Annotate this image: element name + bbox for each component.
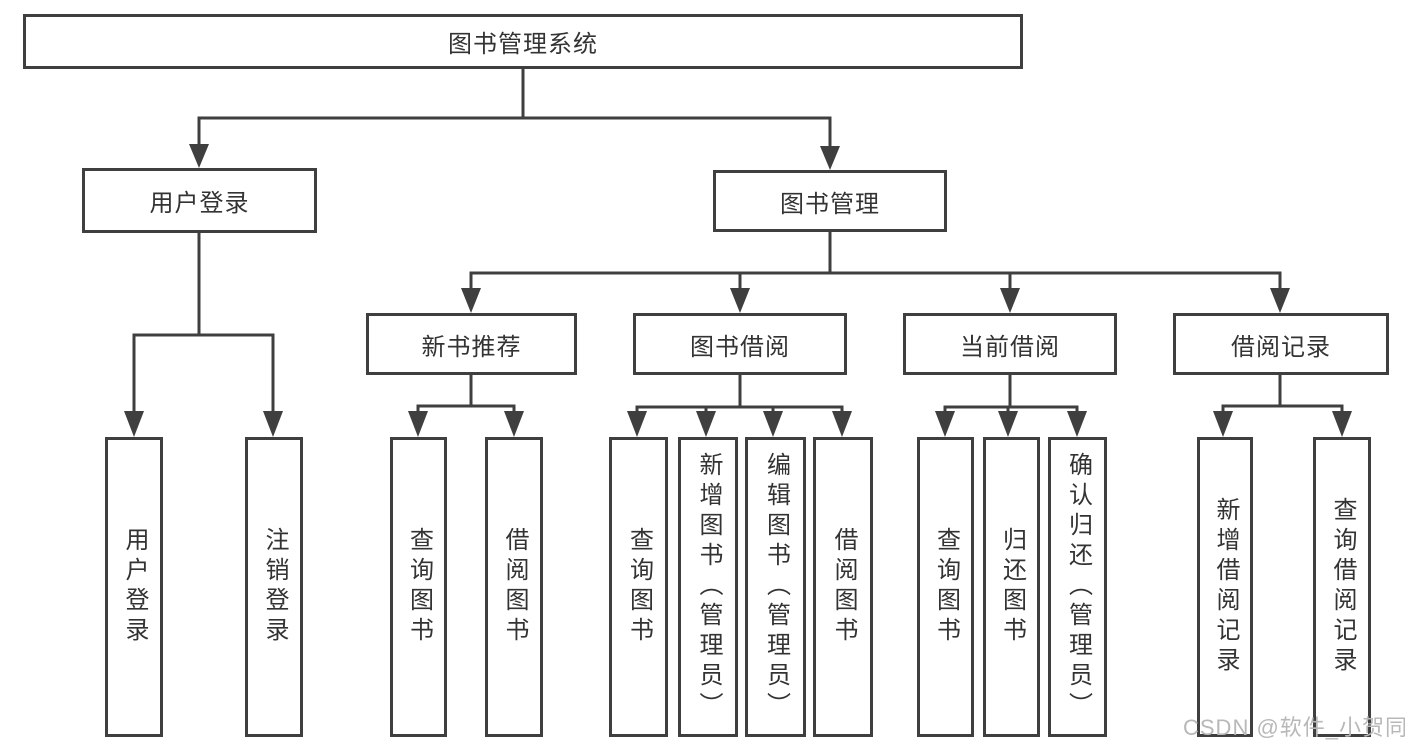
leaf-logout-label: 注销登录 [261,527,288,647]
leaf-cb-return-books-label: 归还图书 [998,527,1026,647]
leaf-bb-add-books-admin: 新增图书（管理员） [678,437,738,737]
node-book-borrow-label: 图书借阅 [690,333,790,361]
connector-root-to-level1 [189,67,840,170]
leaf-user-login: 用户登录 [105,437,163,737]
leaf-cb-confirm-return-admin-label: 确认归还（管理员） [1064,452,1092,722]
leaf-cb-return-books: 归还图书 [983,437,1040,737]
connector-current-borrow-children [935,373,1087,437]
leaf-br-query-record-label: 查询借阅记录 [1329,497,1356,677]
node-root-label: 图书管理系统 [448,31,598,58]
leaf-bb-borrow-books-label: 借阅图书 [830,527,857,647]
node-new-book-rec: 新书推荐 [366,313,577,375]
leaf-bb-borrow-books: 借阅图书 [813,437,873,737]
leaf-bb-query-books-label: 查询图书 [625,527,653,647]
leaf-user-login-label: 用户登录 [121,527,148,647]
leaf-logout: 注销登录 [245,437,303,737]
connector-book-mgmt-to-level2 [461,230,1290,313]
leaf-nb-borrow-books-label: 借阅图书 [501,527,528,647]
leaf-bb-edit-books-admin: 编辑图书（管理员） [745,437,806,737]
node-new-book-rec-label: 新书推荐 [421,333,522,361]
node-borrow-records: 借阅记录 [1173,313,1389,375]
leaf-br-query-record: 查询借阅记录 [1313,437,1371,737]
leaf-cb-query-books-label: 查询图书 [932,527,960,647]
leaf-cb-query-books: 查询图书 [917,437,974,737]
connector-book-borrow-children [627,373,852,437]
watermark: CSDN @软件_小贺同学 [1183,715,1405,740]
node-borrow-records-label: 借阅记录 [1231,333,1331,361]
leaf-bb-add-books-admin-label: 新增图书（管理员） [695,452,722,722]
connector-new-book-children [408,373,524,437]
node-current-borrow-label: 当前借阅 [960,333,1060,361]
node-root: 图书管理系统 [23,14,1023,69]
leaf-bb-query-books: 查询图书 [609,437,668,737]
node-book-mgmt: 图书管理 [713,170,947,232]
node-current-borrow: 当前借阅 [903,313,1117,375]
node-user-login: 用户登录 [82,168,317,233]
leaf-nb-borrow-books: 借阅图书 [485,437,543,737]
leaf-cb-confirm-return-admin: 确认归还（管理员） [1048,437,1107,737]
node-book-mgmt-label: 图书管理 [780,190,880,218]
node-user-login-label: 用户登录 [149,190,250,217]
connector-borrow-records-children [1213,373,1352,437]
leaf-br-add-record-label: 新增借阅记录 [1212,497,1239,677]
leaf-br-add-record: 新增借阅记录 [1197,437,1253,737]
connector-user-login-children [124,231,283,437]
leaf-bb-edit-books-admin-label: 编辑图书（管理员） [762,452,790,722]
node-book-borrow: 图书借阅 [633,313,847,375]
leaf-nb-query-books: 查询图书 [390,437,447,737]
leaf-nb-query-books-label: 查询图书 [405,527,433,647]
